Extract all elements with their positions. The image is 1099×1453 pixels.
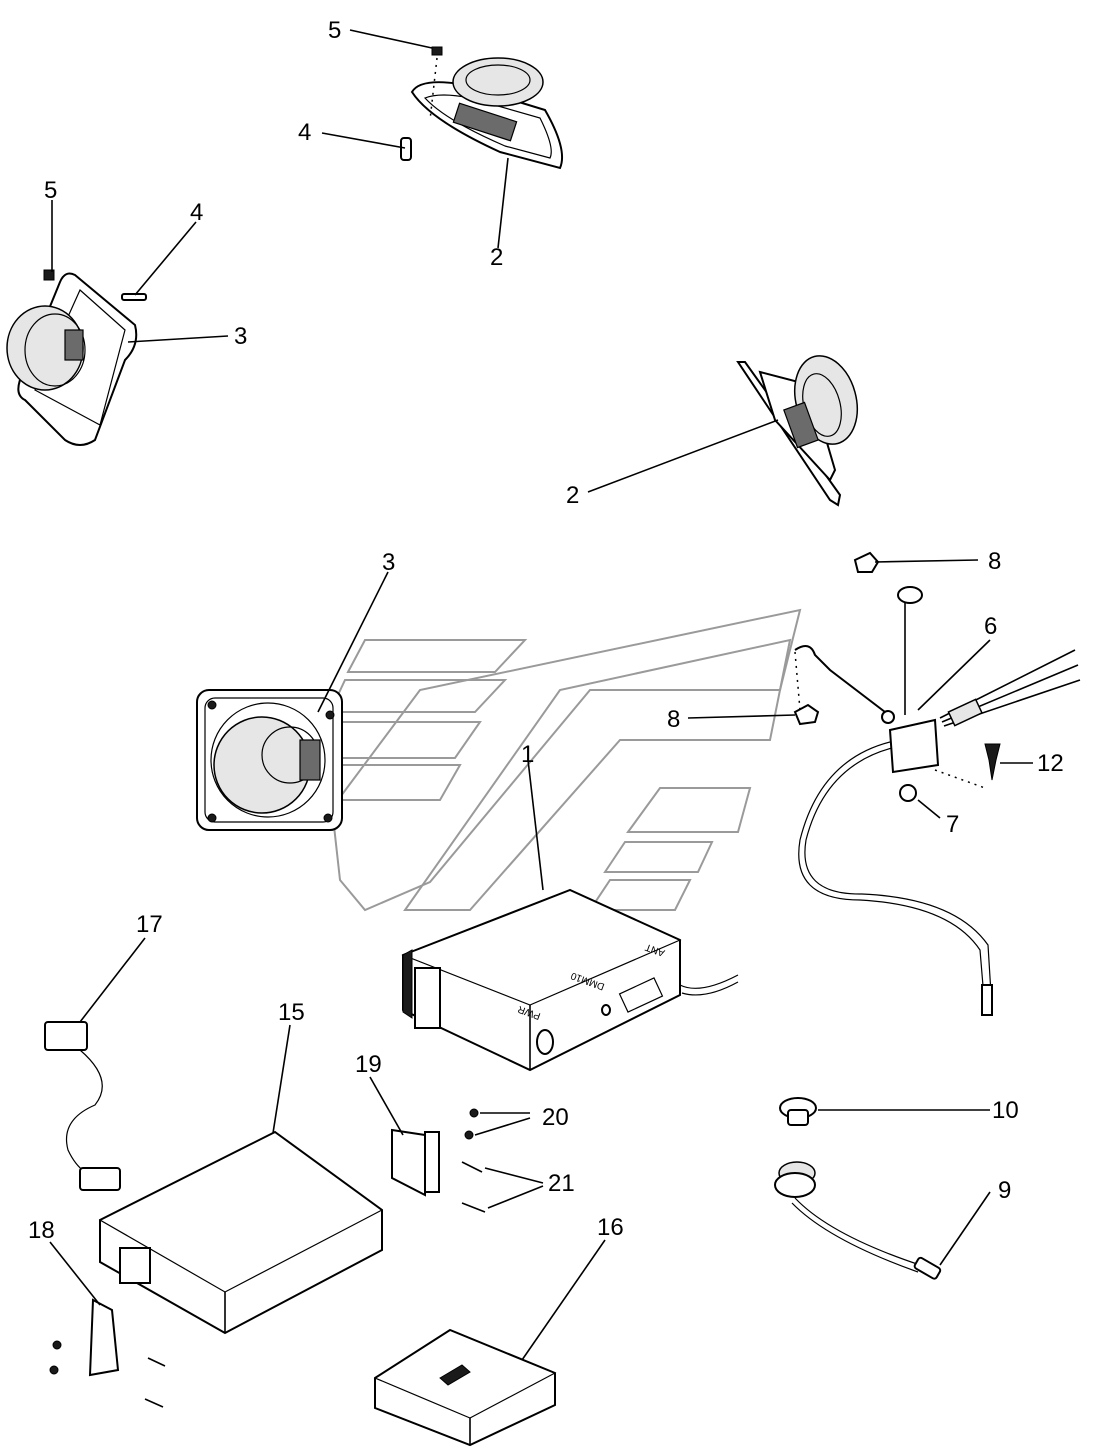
screws-20-21 (461, 1108, 486, 1213)
antenna-assembly (793, 551, 1081, 1016)
callout-10: 10 (992, 1097, 1019, 1124)
harness-17 (44, 1021, 121, 1191)
grommet-10 (779, 1097, 817, 1126)
callout-16: 16 (597, 1214, 624, 1241)
speaker-3-left (6, 269, 147, 446)
watermark-logo (326, 608, 802, 912)
callout-5-left: 5 (44, 177, 57, 204)
callout-17: 17 (136, 911, 163, 938)
callout-6: 6 (984, 613, 997, 640)
callout-20: 20 (542, 1104, 569, 1131)
speaker-3-center (196, 689, 343, 831)
callout-18: 18 (28, 1217, 55, 1244)
callout-19: 19 (355, 1051, 382, 1078)
switch-9 (774, 1161, 942, 1280)
callout-2-top: 2 (490, 244, 503, 271)
bracket-18 (49, 1298, 166, 1408)
speaker-2-right (736, 355, 858, 507)
callout-9: 9 (998, 1177, 1011, 1204)
callout-15: 15 (278, 999, 305, 1026)
cover-16 (373, 1328, 557, 1447)
callout-8-mid: 8 (667, 706, 680, 733)
callout-12: 12 (1037, 750, 1064, 777)
callout-21: 21 (548, 1170, 575, 1197)
callout-4-top: 4 (298, 119, 311, 146)
radio-unit: PWR DMM10 ANT (401, 888, 739, 1072)
callout-7: 7 (946, 811, 959, 838)
callout-3-left: 3 (234, 323, 247, 350)
callout-5-top: 5 (328, 17, 341, 44)
callout-2-right: 2 (566, 482, 579, 509)
leader-lines (49, 29, 1033, 1361)
callout-3-center: 3 (382, 549, 395, 576)
callout-8-top: 8 (988, 548, 1001, 575)
callout-4-left: 4 (190, 199, 203, 226)
bracket-19 (391, 1128, 440, 1197)
callout-labels: 5 4 2 5 4 3 2 8 6 3 8 1 12 7 17 15 19 20… (28, 17, 1064, 1244)
amplifier-15 (98, 1130, 384, 1335)
callout-1: 1 (521, 741, 534, 768)
speaker-2-top (400, 46, 564, 170)
